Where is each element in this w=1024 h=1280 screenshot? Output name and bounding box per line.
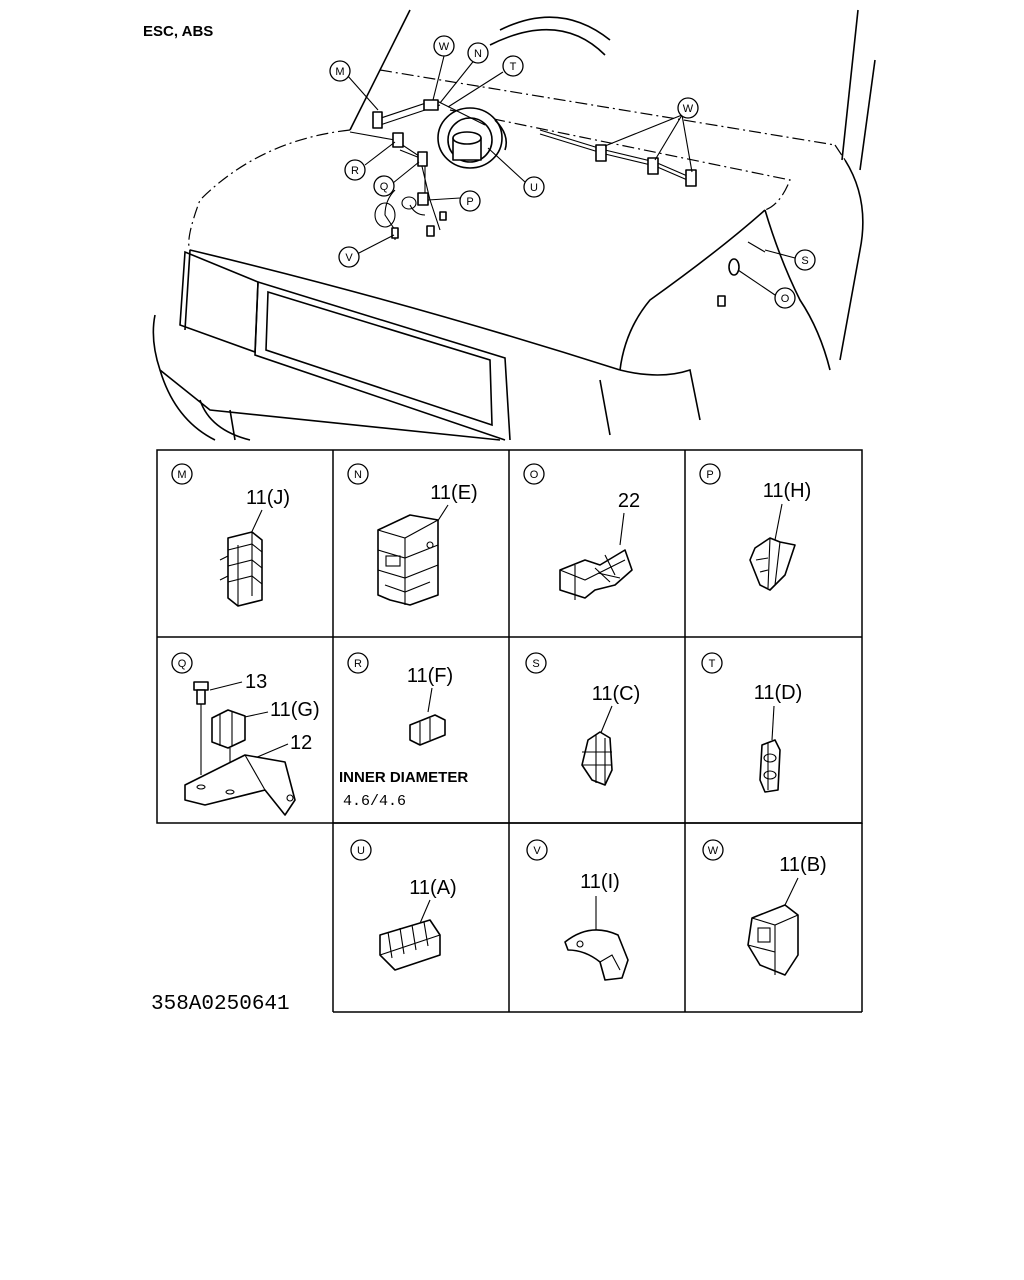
vehicle-overview-illustration [152,9,876,441]
cell-n: N 11(E) [347,463,478,606]
svg-text:11(G): 11(G) [270,699,320,721]
cell-q: Q 13 11(G) 12 [171,652,320,816]
svg-text:N: N [354,469,362,481]
clip-11e-icon [377,514,439,606]
svg-text:W: W [439,41,450,53]
cell-u: U 11(A) [350,839,457,971]
svg-text:U: U [357,845,365,857]
inner-diameter-value: 4.6/4.6 [343,793,406,810]
clip-11j-icon [219,531,263,607]
svg-text:22: 22 [618,490,640,512]
clip-11b-icon [747,904,799,976]
callout-t: T [502,55,524,77]
cell-s: S 11(C) [525,652,641,786]
svg-text:T: T [709,658,716,670]
svg-text:11(F): 11(F) [407,665,453,687]
svg-text:N: N [474,48,482,60]
callout-q: Q [373,175,395,197]
svg-text:R: R [354,658,362,670]
callout-s: S [794,249,816,271]
diagram-title: ESC, ABS [143,23,213,40]
svg-text:V: V [345,252,353,264]
svg-text:P: P [466,196,473,208]
cell-r: R 11(F) INNER DIAMETER 4.6/4.6 [339,652,468,810]
svg-text:13: 13 [245,671,267,693]
clip-11d-icon [759,739,781,793]
grommet-22-icon [559,549,633,600]
svg-text:S: S [532,658,539,670]
svg-text:R: R [351,165,359,177]
callout-v: V [338,246,360,268]
svg-text:V: V [533,845,541,857]
clip-11c-icon [581,731,613,786]
svg-text:M: M [177,469,186,481]
cell-v: V 11(I) [526,839,629,981]
callout-u: U [523,176,545,198]
callout-m: M [329,60,351,82]
svg-text:U: U [530,182,538,194]
callout-p: P [459,190,481,212]
callout-n: N [467,42,489,64]
svg-text:O: O [781,293,790,305]
callout-o: O [774,287,796,309]
callout-r: R [344,159,366,181]
svg-text:12: 12 [290,732,312,754]
bolt-13-icon [193,681,209,775]
svg-text:11(J): 11(J) [246,487,290,509]
cell-p: P 11(H) [699,463,812,591]
diagram-code: 358A0250641 [151,993,290,1016]
svg-text:P: P [706,469,713,481]
svg-text:Q: Q [380,181,389,193]
svg-text:11(H): 11(H) [763,480,812,502]
clip-11i-icon [564,929,629,981]
svg-text:11(E): 11(E) [430,482,477,504]
svg-text:11(B): 11(B) [779,854,826,876]
svg-text:W: W [708,845,719,857]
svg-text:Q: Q [178,658,187,670]
svg-text:W: W [683,103,694,115]
cell-t: T 11(D) [701,652,803,793]
svg-text:11(C): 11(C) [592,683,641,705]
clip-11h-icon [749,537,796,591]
detail-grid [156,449,863,1013]
svg-text:O: O [530,469,539,481]
inner-diameter-label: INNER DIAMETER [339,769,468,786]
bracket-12-icon [184,754,296,816]
svg-text:11(A): 11(A) [409,877,456,899]
callout-w-upper: W [433,35,455,57]
clip-11f-icon [409,714,446,746]
callout-w-right: W [677,97,699,119]
svg-text:T: T [510,61,517,73]
svg-text:M: M [335,66,344,78]
clip-11a-icon [379,919,441,971]
cell-w: W 11(B) [702,839,827,976]
svg-text:11(I): 11(I) [580,871,620,893]
svg-text:11(D): 11(D) [754,682,803,704]
cell-m: M 11(J) [171,463,290,607]
cell-o: O 22 [523,463,640,600]
svg-text:S: S [801,255,808,267]
